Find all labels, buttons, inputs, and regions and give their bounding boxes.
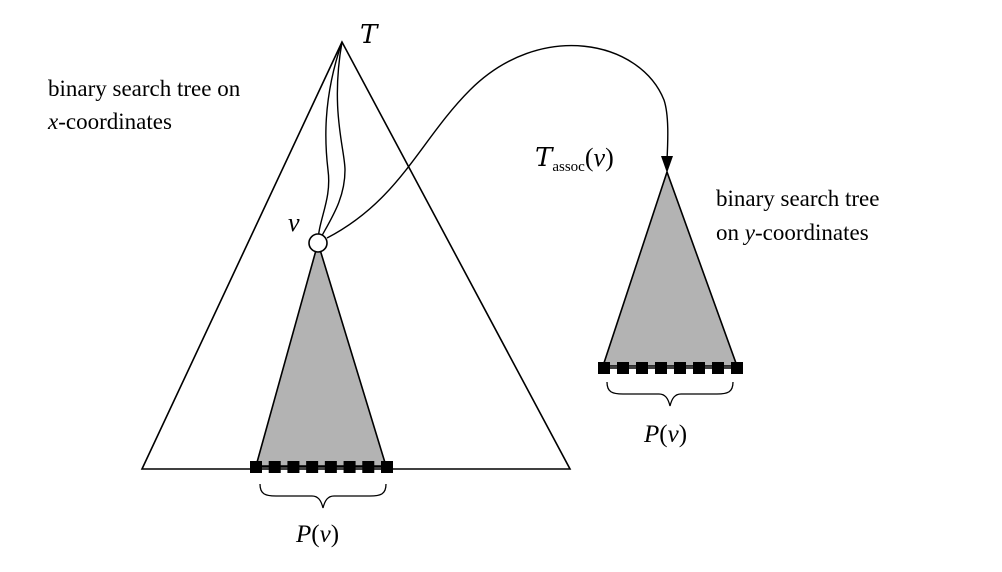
leaf-node (655, 362, 667, 374)
leaf-node (674, 362, 686, 374)
assoc-subscript: assoc (552, 159, 585, 175)
search-path-left (317, 41, 343, 244)
assoc-pointer-arrowhead (661, 156, 673, 173)
p-fn-left: P (296, 521, 312, 548)
p-open-left: ( (311, 521, 320, 548)
associated-tree-triangle (601, 169, 739, 367)
leaf-node (324, 461, 337, 473)
associated-tree-label: Tassoc(ν) (535, 142, 614, 175)
leaf-node (306, 461, 319, 473)
assoc-arg: ν (593, 143, 606, 172)
leaf-node (617, 362, 629, 374)
leaves-associated-tree (598, 362, 743, 374)
leaf-node (287, 461, 300, 473)
assoc-symbol: T (535, 143, 553, 173)
leaf-node (731, 362, 743, 374)
p-fn-right: P (644, 421, 660, 448)
main-tree-triangle (140, 40, 572, 470)
canonical-subset-left-label: P(ν) (296, 520, 339, 550)
brace-left (259, 483, 387, 509)
assoc-description-line2: on y-coordinates (716, 219, 869, 247)
leaf-node (636, 362, 648, 374)
assoc-close-paren: ) (605, 143, 614, 172)
p-open-right: ( (659, 421, 668, 448)
p-arg-right: ν (667, 421, 679, 448)
p-close-right: ) (678, 421, 688, 448)
assoc-pointer-curve (326, 45, 669, 239)
x-variable: x (48, 109, 59, 134)
leaf-node (693, 362, 705, 374)
node-v-circle (308, 233, 328, 253)
p-arg-left: ν (319, 521, 331, 548)
assoc-open-paren: ( (584, 143, 594, 172)
brace-right (606, 381, 734, 407)
leaf-node (343, 461, 356, 473)
search-path-right (317, 41, 346, 244)
leaf-node (712, 362, 724, 374)
subtree-of-v (254, 240, 388, 467)
assoc-description-line1: binary search tree (716, 186, 880, 211)
coordinates-suffix: -coordinates (58, 109, 172, 134)
main-tree-description-line1: binary search tree on (48, 76, 241, 101)
canonical-subset-right-label: P(ν) (644, 420, 687, 450)
leaf-node (250, 461, 262, 473)
main-tree-description-line2: x-coordinates (48, 108, 172, 136)
node-v-label: ν (288, 208, 300, 237)
leaf-node (268, 461, 281, 473)
leaf-node (598, 362, 610, 374)
leaf-node (362, 461, 375, 473)
on-prefix: on (716, 220, 745, 245)
y-variable: y (744, 220, 755, 245)
leaves-main-subtree (250, 461, 393, 473)
main-tree-symbol: T (360, 20, 378, 50)
p-close-left: ) (330, 521, 340, 548)
leaf-node (381, 461, 393, 473)
y-coordinates-suffix: -coordinates (754, 220, 869, 245)
